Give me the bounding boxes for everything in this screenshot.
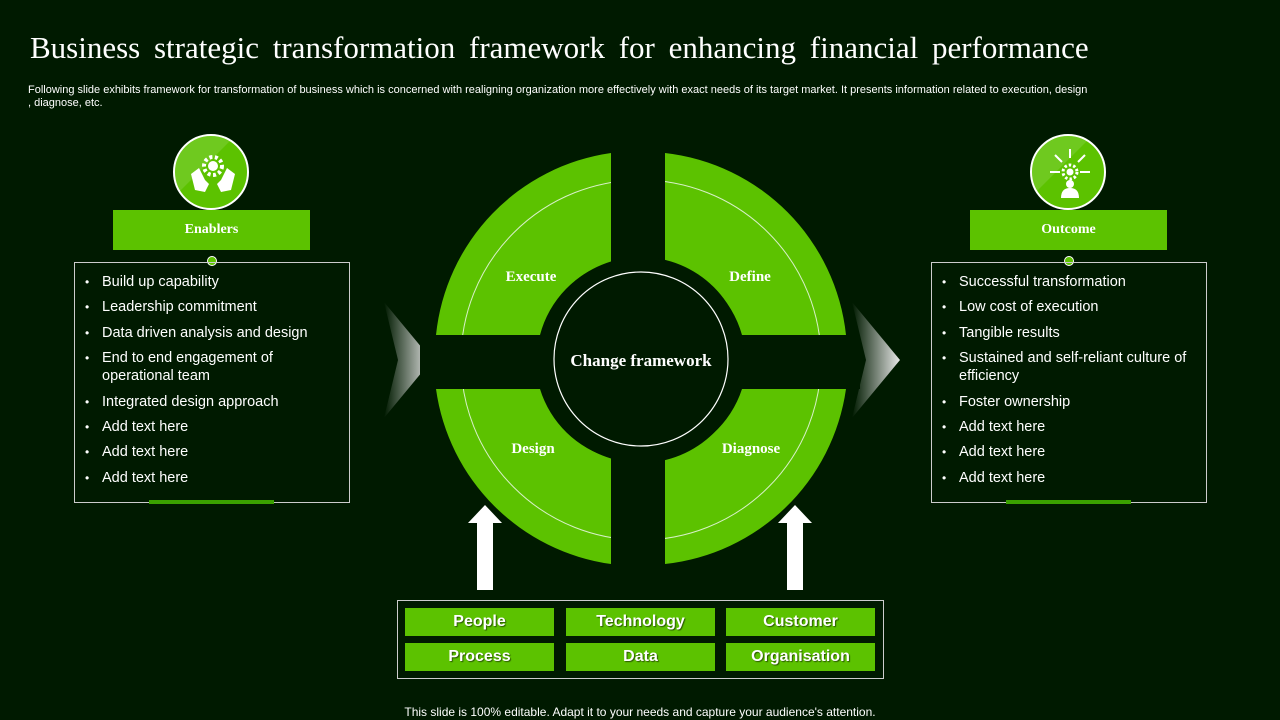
quadrant-label-design: Design (511, 441, 555, 457)
list-item: Foster ownership (942, 393, 1206, 411)
list-item: Build up capability (85, 273, 349, 291)
list-item: End to end engagement of operational tea… (85, 349, 349, 385)
quadrant-label-execute: Execute (506, 269, 557, 285)
footnote: This slide is 100% editable. Adapt it to… (404, 705, 876, 719)
gear-hands-icon (173, 134, 249, 210)
quadrant-diagnose (665, 389, 846, 564)
left-chevron-arrow (384, 302, 432, 418)
enablers-list: Build up capability Leadership commitmen… (75, 263, 349, 487)
person-gear-icon (1030, 134, 1106, 210)
page-title: Business strategic transformation framew… (30, 30, 1089, 65)
outcome-connector-dot (1064, 256, 1074, 266)
quadrant-label-diagnose: Diagnose (722, 441, 781, 457)
center-label: Change framework (570, 351, 712, 370)
outcome-list-box: Successful transformation Low cost of ex… (931, 262, 1207, 503)
quadrant-design (436, 389, 611, 564)
list-item: Add text here (85, 443, 349, 461)
enablers-connector-dot (207, 256, 217, 266)
quadrant-execute (436, 153, 611, 335)
foundation-customer: Customer (726, 608, 875, 636)
list-item: Low cost of execution (942, 298, 1206, 316)
foundation-organisation: Organisation (726, 643, 875, 671)
enablers-underline (149, 500, 274, 504)
page-subtitle: Following slide exhibits framework for t… (28, 84, 1088, 109)
quadrant-label-define: Define (729, 269, 771, 285)
list-item: Add text here (85, 469, 349, 487)
list-item: Add text here (942, 443, 1206, 461)
outcome-label: Outcome (970, 210, 1167, 250)
outcome-list: Successful transformation Low cost of ex… (932, 263, 1206, 487)
center-circle-outline (553, 271, 729, 447)
list-item: Add text here (85, 418, 349, 436)
up-arrow-right (778, 505, 812, 590)
list-item: Sustained and self-reliant culture of ef… (942, 349, 1206, 385)
up-arrow-left (468, 505, 502, 590)
enablers-list-box: Build up capability Leadership commitmen… (74, 262, 350, 503)
list-item: Add text here (942, 418, 1206, 436)
foundation-technology: Technology (566, 608, 715, 636)
center-circle (538, 257, 744, 463)
quadrant-define (665, 153, 846, 335)
foundation-data: Data (566, 643, 715, 671)
outcome-underline (1006, 500, 1131, 504)
list-item: Tangible results (942, 324, 1206, 342)
list-item: Successful transformation (942, 273, 1206, 291)
foundation-process: Process (405, 643, 554, 671)
list-item: Integrated design approach (85, 393, 349, 411)
right-chevron-arrow (852, 302, 900, 418)
list-item: Leadership commitment (85, 298, 349, 316)
list-item: Add text here (942, 469, 1206, 487)
foundations-box: People Technology Customer Process Data … (397, 600, 884, 679)
enablers-label: Enablers (113, 210, 310, 250)
foundation-people: People (405, 608, 554, 636)
list-item: Data driven analysis and design (85, 324, 349, 342)
